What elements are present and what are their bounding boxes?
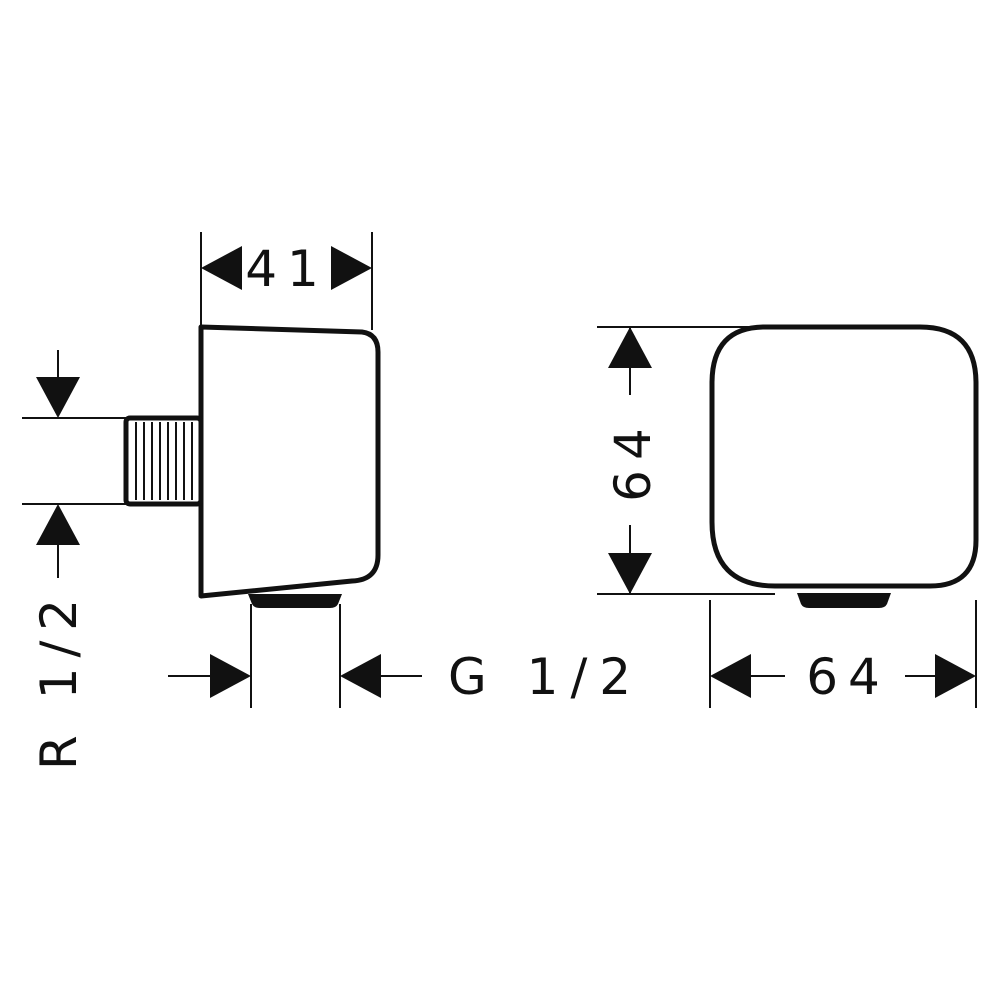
arrow-down-icon [36, 377, 80, 418]
dim-inlet-thread-label: R 1/2 [30, 589, 88, 770]
dimension-front-width: 64 [709, 600, 977, 708]
front-outlet-bottom [797, 593, 891, 608]
arrow-up-icon [608, 327, 652, 368]
dimension-side-width: 41 [200, 232, 373, 330]
arrow-right-icon [935, 654, 976, 698]
arrow-left-icon [340, 654, 381, 698]
side-view-body [198, 324, 381, 599]
thread-lines [135, 422, 193, 500]
outlet-bottom [248, 594, 342, 608]
side-view [123, 324, 381, 608]
arrow-left-icon [710, 654, 751, 698]
dimension-inlet-thread: R 1/2 [22, 350, 126, 770]
dimension-outlet-thread: G 1/2 [168, 604, 643, 708]
dim-outlet-thread-label: G 1/2 [448, 648, 643, 706]
arrow-right-icon [210, 654, 251, 698]
arrow-up-icon [36, 504, 80, 545]
dimension-front-height: 64 [597, 326, 775, 595]
inlet-stub [123, 415, 204, 507]
front-view [709, 324, 979, 608]
dim-front-height-label: 64 [604, 418, 662, 502]
dim-front-width-label: 64 [806, 648, 890, 706]
front-view-body [709, 324, 979, 589]
arrow-right-icon [331, 246, 372, 290]
dim-side-width-label: 41 [245, 240, 329, 298]
arrow-down-icon [608, 553, 652, 594]
arrow-left-icon [201, 246, 242, 290]
